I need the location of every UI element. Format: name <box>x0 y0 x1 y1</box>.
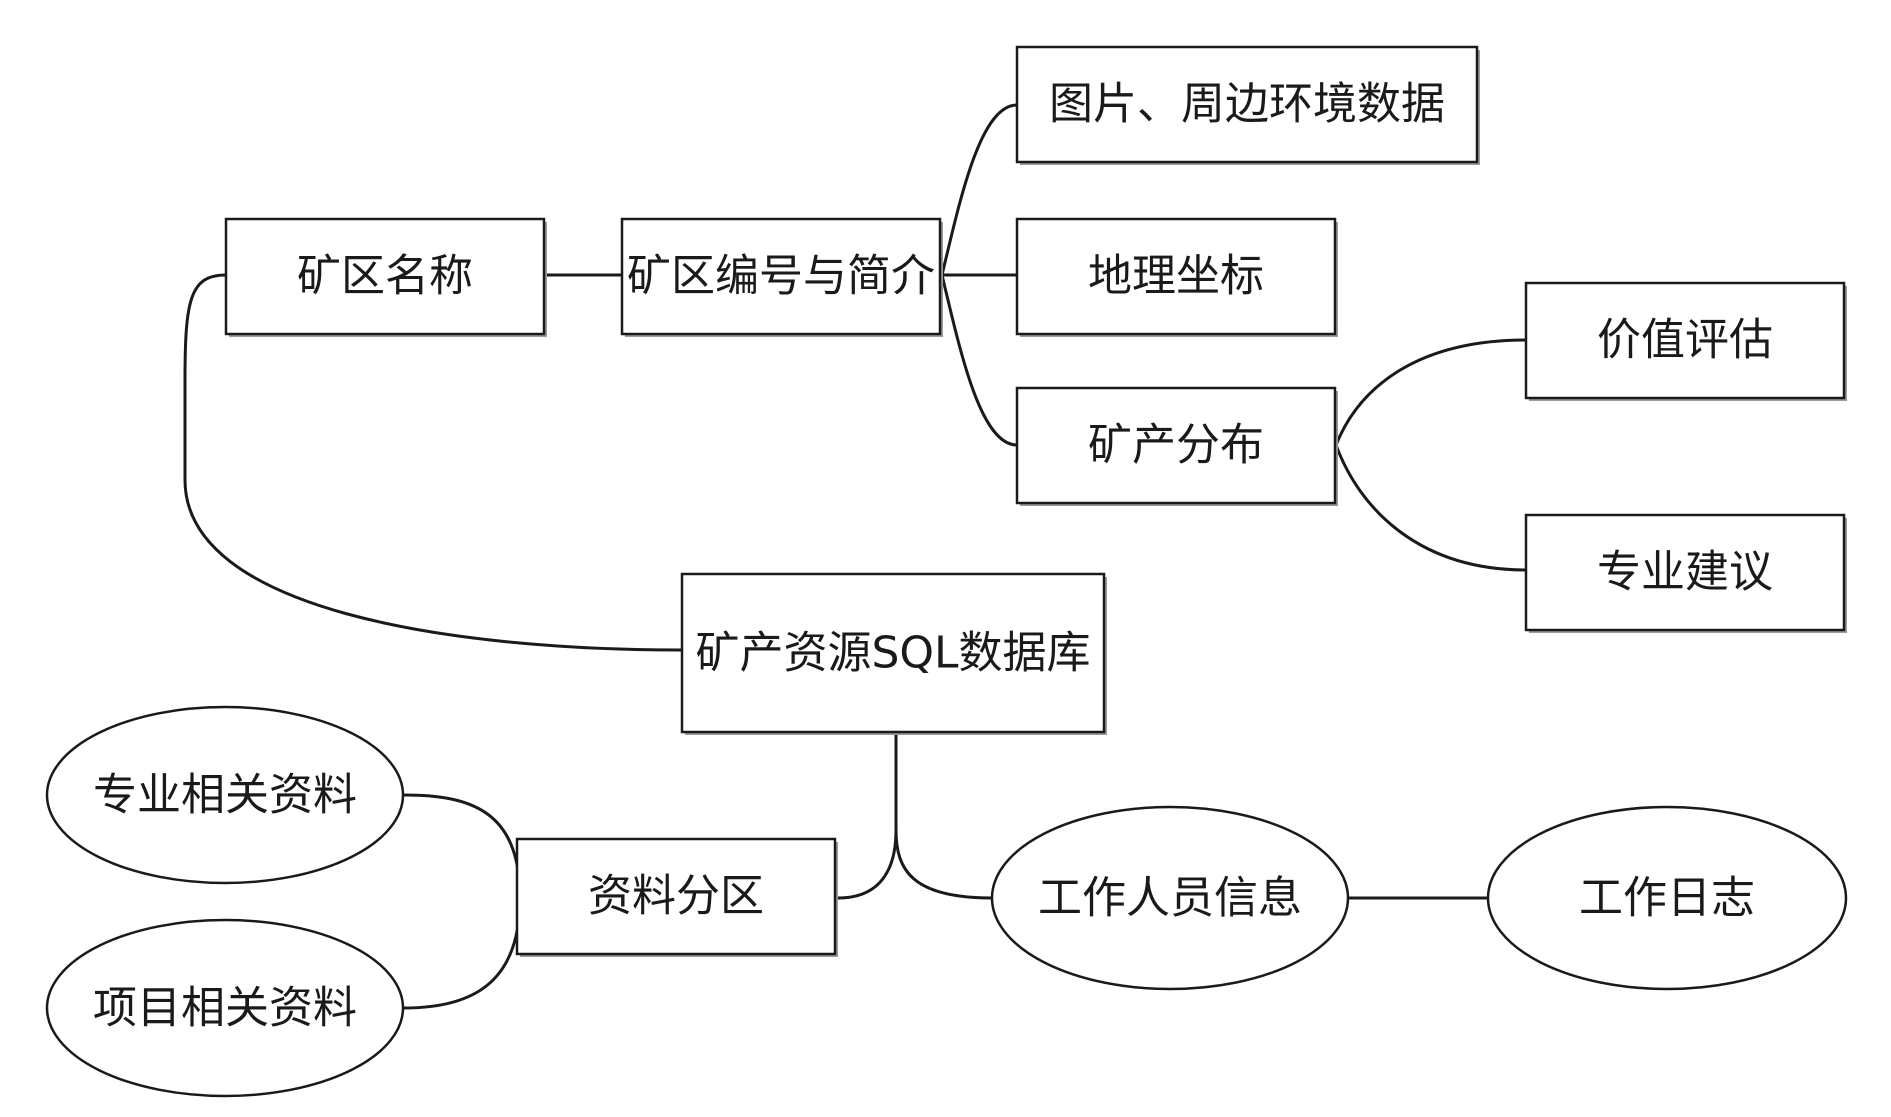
connector-database-to-partition <box>837 732 898 900</box>
node-geo-coordinates: 地理坐标 <box>1015 217 1338 337</box>
node-label: 工作人员信息 <box>1038 873 1302 924</box>
node-sql-database: 矿产资源SQL数据库 <box>680 572 1107 735</box>
connector-database-to-staff <box>894 829 993 900</box>
node-label: 工作日志 <box>1579 873 1755 924</box>
node-mineral-distribution: 矿产分布 <box>1015 386 1338 506</box>
node-label: 地理坐标 <box>1088 251 1264 302</box>
connector-name-to-database <box>183 273 683 652</box>
node-label: 专业相关资料 <box>93 770 357 821</box>
node-label: 矿产分布 <box>1088 420 1264 471</box>
node-value-assessment: 价值评估 <box>1524 281 1847 401</box>
node-work-log: 工作日志 <box>1486 805 1848 991</box>
node-label: 矿区编号与简介 <box>627 251 935 302</box>
node-label: 专业建议 <box>1597 547 1773 598</box>
node-label: 矿区名称 <box>297 251 473 302</box>
connector-distribution-to-advice <box>1334 444 1527 572</box>
node-staff-info: 工作人员信息 <box>990 805 1350 991</box>
connector-code-to-distribution <box>940 274 1018 447</box>
connector-partition-to-project <box>403 897 522 1010</box>
node-label: 图片、周边环境数据 <box>1049 79 1445 130</box>
connector-code-to-images <box>940 103 1018 276</box>
node-label: 矿产资源SQL数据库 <box>695 628 1090 679</box>
node-label: 项目相关资料 <box>93 983 357 1034</box>
connector-partition-to-professional <box>403 793 522 899</box>
node-mining-area-name: 矿区名称 <box>224 217 547 337</box>
node-professional-advice: 专业建议 <box>1524 513 1847 633</box>
node-professional-materials: 专业相关资料 <box>45 705 405 885</box>
node-data-partition: 资料分区 <box>515 837 838 957</box>
node-label: 资料分区 <box>588 871 764 922</box>
node-area-code-intro: 矿区编号与简介 <box>620 217 943 337</box>
node-images-env-data: 图片、周边环境数据 <box>1015 45 1480 165</box>
node-label: 价值评估 <box>1597 315 1773 366</box>
connector-distribution-to-value <box>1334 338 1527 446</box>
node-project-materials: 项目相关资料 <box>45 918 405 1098</box>
